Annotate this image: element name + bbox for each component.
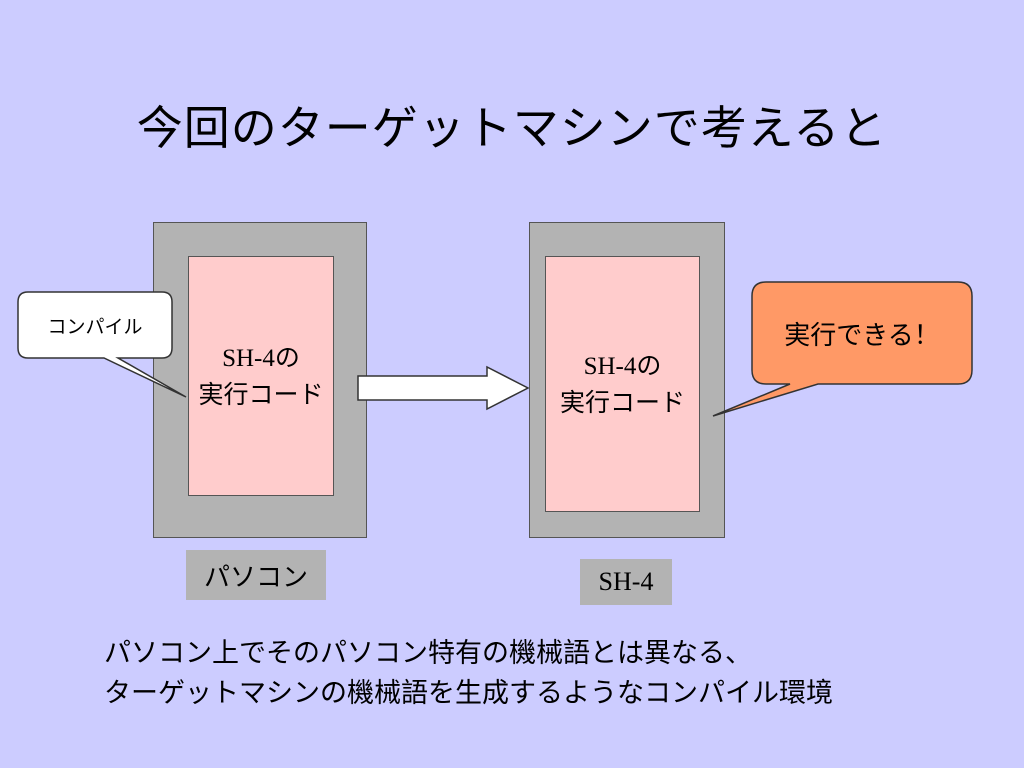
pc-code-line1: SH-4の <box>222 340 300 377</box>
sh4-label: SH-4 <box>580 559 672 605</box>
transfer-arrow-icon <box>357 365 530 411</box>
slide-title: 今回のターゲットマシンで考えると <box>136 101 888 155</box>
executable-callout-shape <box>712 281 973 417</box>
pc-code-cpu: SH-4 <box>222 344 275 372</box>
description-line-1: パソコン上でそのパソコン特有の機械語とは異なる、 <box>104 638 752 669</box>
pc-code-line2: 実行コード <box>198 379 324 409</box>
description: パソコン上でそのパソコン特有の機械語とは異なる、 ターゲットマシンの機械語を生成… <box>104 634 984 714</box>
pc-label: パソコン <box>186 550 326 600</box>
sh4-code-particle: の <box>636 350 662 380</box>
sh4-code-line2: 実行コード <box>559 387 685 417</box>
executable-callout: 実行できる！ <box>784 320 940 351</box>
compile-callout-shape <box>17 291 187 398</box>
description-line-2: ターゲットマシンの機械語を生成するようなコンパイル環境 <box>104 678 833 709</box>
pc-code-particle: の <box>274 342 300 372</box>
sh4-executable-code: SH-4の 実行コード <box>545 256 700 512</box>
pc-executable-code: SH-4の 実行コード <box>188 256 334 496</box>
compile-callout: コンパイル <box>47 315 143 338</box>
sh4-code-line1: SH-4の <box>584 348 662 385</box>
sh4-code-cpu: SH-4 <box>583 352 637 380</box>
